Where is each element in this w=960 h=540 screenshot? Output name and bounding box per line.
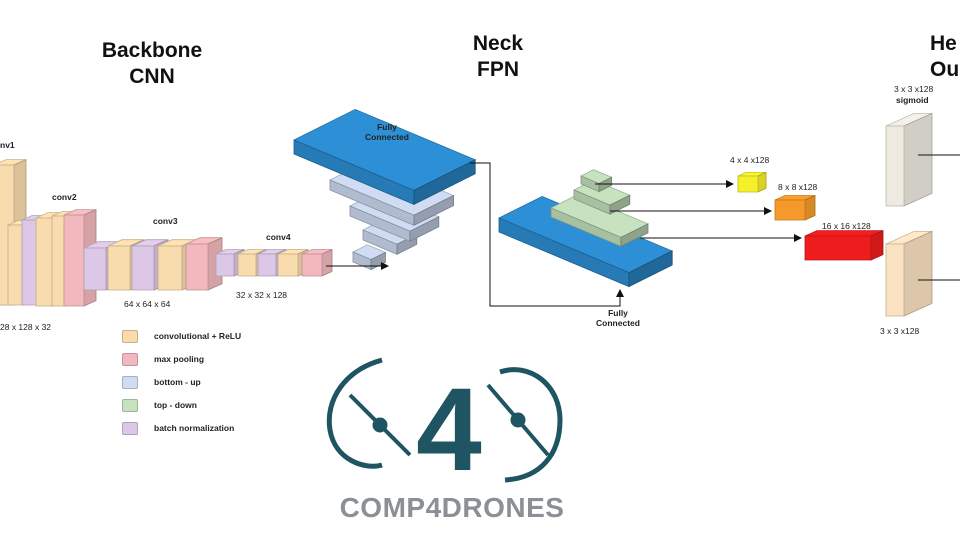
head-bottom-block-side (903, 230, 933, 317)
dim-head-top: 3 x 3 x128 (894, 84, 934, 94)
fc-top-line1: Fully (377, 122, 397, 132)
fc-top-label: Fully Connected (352, 122, 422, 142)
fc-funnel-plate-2-side (409, 216, 440, 242)
backbone-title: Backbone CNN (82, 38, 222, 90)
dim-out-8: 8 x 8 x128 (778, 182, 818, 192)
legend-item-1: max pooling (122, 351, 204, 367)
backbone-block-14-front (257, 253, 277, 277)
dim-head-bottom: 3 x 3 x128 (880, 326, 920, 336)
backbone-block-11-front (185, 243, 209, 291)
legend-item-2: bottom - up (122, 374, 201, 390)
fc-top-line2: Connected (365, 132, 409, 142)
dim-out-16: 16 x 16 x128 (822, 221, 871, 231)
backbone-block-13-front (237, 253, 257, 277)
legend-swatch (122, 352, 138, 366)
backbone-title-line2: CNN (129, 65, 175, 88)
output-8x8-front (774, 199, 806, 221)
neck-title-line2: FPN (477, 58, 519, 81)
output-16x16-side (870, 229, 884, 261)
fc-bottom-line1: Fully (608, 308, 628, 318)
backbone-block-16-front (301, 253, 323, 277)
backbone-block-12-front (215, 253, 235, 277)
head-top-block-front (885, 125, 905, 207)
legend-swatch (122, 375, 138, 389)
output-8x8 (774, 194, 816, 221)
head-title-line1: He (930, 32, 957, 55)
fc-blue-plate-side (413, 159, 476, 206)
backbone-block-7-front (83, 247, 107, 291)
legend-label: batch normalization (154, 423, 235, 433)
legend-item-3: top - down (122, 397, 197, 413)
dim-64: 64 x 64 x 64 (124, 299, 171, 309)
logo-mark: 4 (416, 364, 482, 496)
fpn-level-1 (550, 194, 649, 248)
legend-swatch (122, 398, 138, 412)
arrow-fc-top-to-neck (470, 162, 624, 307)
neck-title: Neck FPN (448, 31, 548, 83)
backbone-title-line1: Backbone (101, 39, 203, 62)
head-top-block (885, 112, 933, 207)
label-conv2: conv2 (52, 192, 77, 202)
fpn-level-1-side (620, 223, 649, 248)
label-conv4: conv4 (266, 232, 291, 242)
backbone-block-11 (185, 237, 223, 291)
label-conv3: conv3 (153, 216, 178, 226)
output-4x4-front (737, 175, 759, 193)
backbone-block-15-front (277, 253, 299, 277)
legend-swatch (122, 329, 138, 343)
dim-32: 32 x 32 x 128 (236, 290, 288, 300)
output-4x4-side (757, 171, 767, 193)
backbone-block-9-front (131, 245, 155, 291)
legend-swatch (122, 421, 138, 435)
logo-right-arc (499, 367, 563, 483)
neck-title-line1: Neck (472, 32, 524, 55)
backbone-block-6-front (63, 214, 85, 307)
connector-arrows (326, 154, 960, 307)
backbone-layer-stack (0, 158, 333, 307)
output-4x4 (737, 171, 767, 193)
dim-out-4: 4 x 4 x128 (730, 155, 770, 165)
fc-blue-plate (293, 108, 477, 206)
logo-wordmark: COMP4DRONES (339, 492, 565, 523)
sigmoid-label: sigmoid (896, 95, 929, 105)
head-title-line2: Ou (930, 58, 960, 81)
output-16x16-top (804, 230, 884, 237)
backbone-block-8-front (107, 245, 131, 291)
fpn-base-plate-side (628, 250, 673, 288)
label-conv1: nv1 (0, 140, 15, 150)
legend-item-4: batch normalization (122, 420, 234, 436)
fc-bottom-line2: Connected (596, 318, 640, 328)
head-title: He Ou (930, 31, 960, 83)
legend-label: top - down (154, 400, 197, 410)
legend-label: convolutional + ReLU (154, 331, 242, 341)
legend-label: bottom - up (154, 377, 201, 387)
legend-item-0: convolutional + ReLU (122, 328, 241, 344)
output-16x16 (804, 229, 884, 261)
head-top-block-side (903, 112, 933, 207)
output-16x16-front (804, 235, 872, 261)
backbone-block-10-front (157, 245, 183, 291)
fpn-base-plate (498, 195, 674, 288)
output-8x8-side (804, 194, 816, 221)
fc-funnel-plate-1-side (413, 194, 455, 226)
backbone-block-16 (301, 248, 333, 277)
backbone-block-16-side (321, 248, 333, 277)
logo-right-node (510, 412, 526, 428)
backbone-block-4-front (35, 217, 55, 307)
head-bottom-block (885, 230, 933, 317)
fc-bottom-label: Fully Connected (583, 308, 653, 328)
comp4drones-logo (326, 357, 563, 483)
legend-label: max pooling (154, 354, 205, 364)
head-bottom-block-front (885, 243, 905, 317)
logo-left-node (372, 417, 388, 433)
head-blocks (885, 112, 933, 317)
dim-128: 28 x 128 x 32 (0, 322, 52, 332)
logo-left-arc (326, 357, 383, 469)
